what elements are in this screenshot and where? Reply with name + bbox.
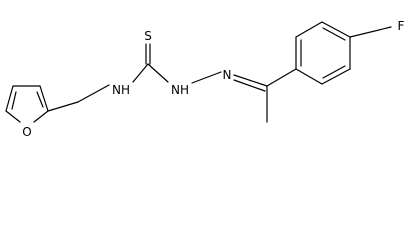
- bond-ring-5-6-inner: [322, 65, 346, 79]
- bond-layer: [5, 21, 392, 123]
- atom-label-imine-n: N: [223, 68, 232, 82]
- atom-label-amide-nh: NH: [112, 83, 130, 97]
- bond-furan-c2-c3-double: [36, 91, 44, 108]
- bond-cs-nh: [147, 63, 169, 83]
- bond-furan-c2-c3: [39, 85, 49, 112]
- atom-label-thione-s: S: [144, 29, 152, 43]
- bond-nh-n: [191, 71, 222, 84]
- bond-ch2-nh: [77, 84, 110, 103]
- bond-ring-3-4: [321, 21, 351, 38]
- bond-c-aryl: [266, 68, 297, 87]
- bond-ring-6-1: [295, 68, 323, 85]
- bond-ring-5-6: [321, 68, 351, 85]
- atom-label-furan-o: O: [22, 125, 31, 139]
- bond-ring-2-3: [295, 21, 323, 38]
- atom-label-hydrazine-nh: NH: [171, 83, 189, 97]
- bond-c2-ch2: [47, 101, 79, 112]
- structure-canvas: S NH NH N O F: [5, 19, 405, 139]
- bond-nh-cs: [132, 63, 149, 83]
- bond-furan-c4-c5: [5, 85, 14, 112]
- bond-furan-o-c2: [33, 110, 49, 123]
- bond-n-c-double-b: [233, 79, 266, 92]
- bond-c-f: [349, 26, 392, 38]
- atom-label-fluorine: F: [398, 19, 405, 33]
- atom-label-layer: S NH NH N O F: [22, 19, 404, 139]
- bond-furan-c5-o: [5, 110, 21, 123]
- bond-furan-c4-c5-double: [11, 91, 17, 110]
- bond-n-c-double-a: [233, 74, 268, 87]
- chemical-structure-diagram: S NH NH N O F: [5, 19, 405, 139]
- bond-ring-3-4-inner: [322, 27, 346, 41]
